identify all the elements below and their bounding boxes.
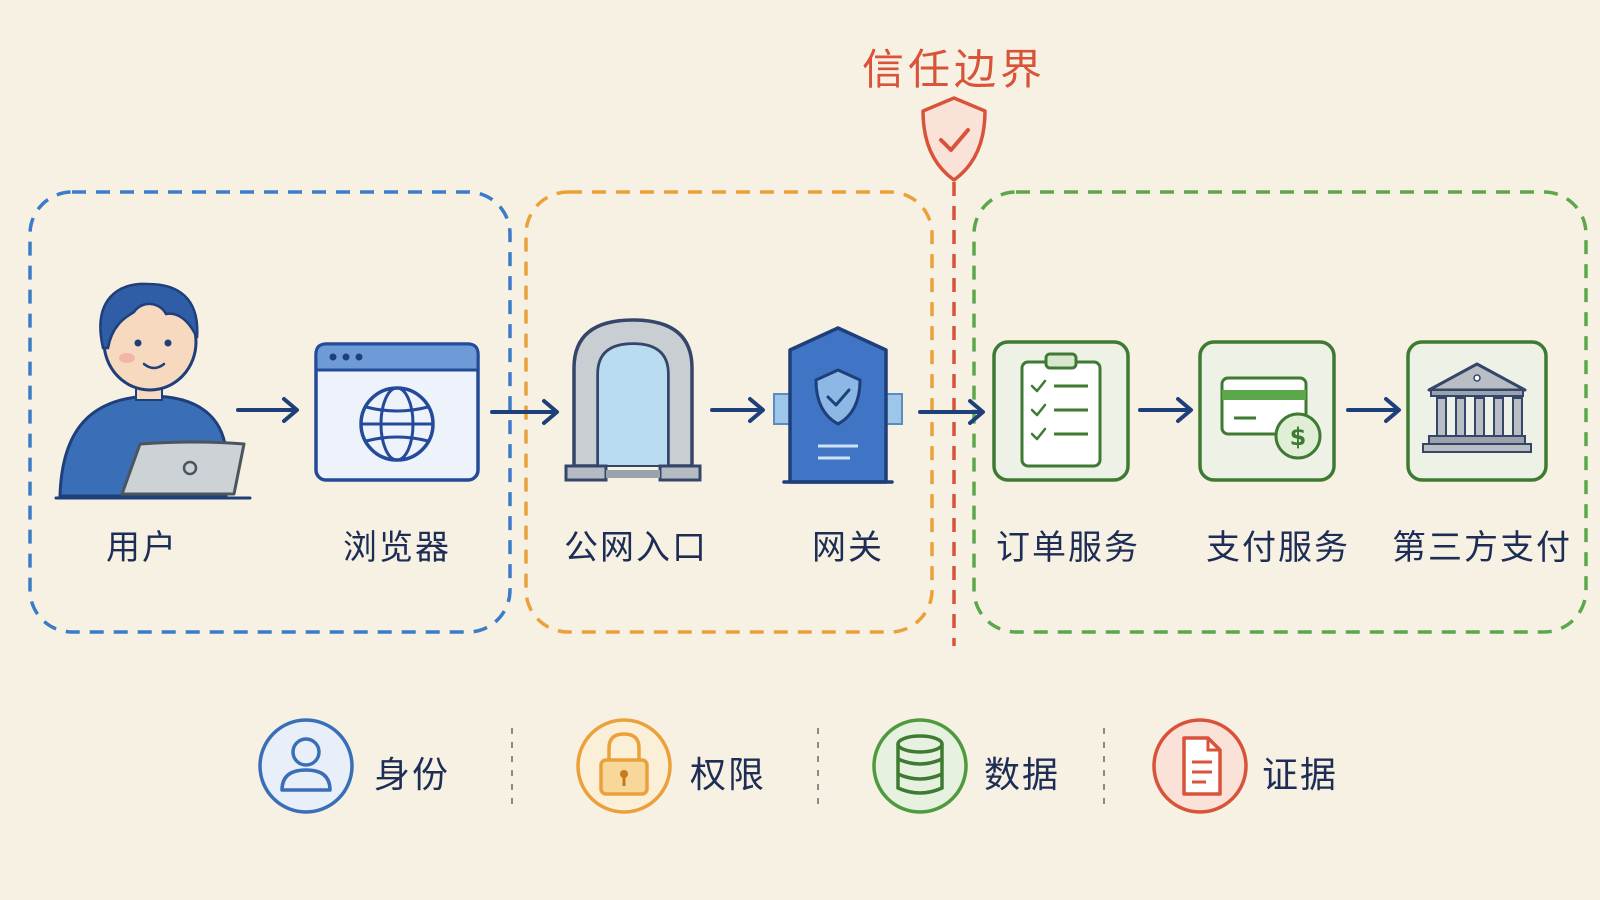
shield-check-icon bbox=[921, 96, 987, 182]
lock-icon bbox=[576, 718, 672, 814]
clipboard-checklist-icon bbox=[992, 340, 1130, 482]
gateway-shield-icon bbox=[773, 326, 903, 484]
legend-label-data: 数据 bbox=[984, 755, 1061, 796]
legend-label-evidence: 证据 bbox=[1262, 755, 1339, 796]
legend-label-identity: 身份 bbox=[374, 755, 451, 796]
node-label-payment-service: 支付服务 bbox=[1206, 528, 1350, 568]
node-label-gateway: 网关 bbox=[812, 528, 884, 568]
arrow-user-to-browser bbox=[236, 397, 299, 423]
user-with-laptop-icon bbox=[54, 282, 252, 500]
card-dollar-icon: $ bbox=[1198, 340, 1336, 482]
flow-arrows bbox=[236, 397, 1401, 425]
node-label-third-party-payment: 第三方支付 bbox=[1392, 528, 1572, 568]
zone-client-box bbox=[28, 190, 512, 634]
arrow-browser-to-entry bbox=[490, 399, 559, 425]
arrow-order-to-payment bbox=[1138, 397, 1193, 423]
arrow-gateway-to-order bbox=[918, 399, 985, 425]
node-label-order-service: 订单服务 bbox=[996, 528, 1140, 568]
node-label-public-entry: 公网入口 bbox=[564, 528, 708, 568]
arrow-entry-to-gateway bbox=[710, 397, 765, 423]
node-label-browser: 浏览器 bbox=[343, 528, 451, 568]
svg-text:$: $ bbox=[1290, 423, 1307, 451]
document-icon bbox=[1152, 718, 1248, 814]
archway-icon bbox=[564, 318, 702, 482]
arrow-payment-to-bank bbox=[1346, 397, 1401, 423]
legend-label-permission: 权限 bbox=[690, 755, 767, 796]
bank-icon bbox=[1406, 340, 1548, 482]
node-label-user: 用户 bbox=[106, 528, 178, 568]
person-icon bbox=[258, 718, 354, 814]
browser-globe-icon bbox=[314, 342, 480, 482]
database-icon bbox=[872, 718, 968, 814]
trust-boundary-title: 信任边界 bbox=[861, 45, 1047, 94]
